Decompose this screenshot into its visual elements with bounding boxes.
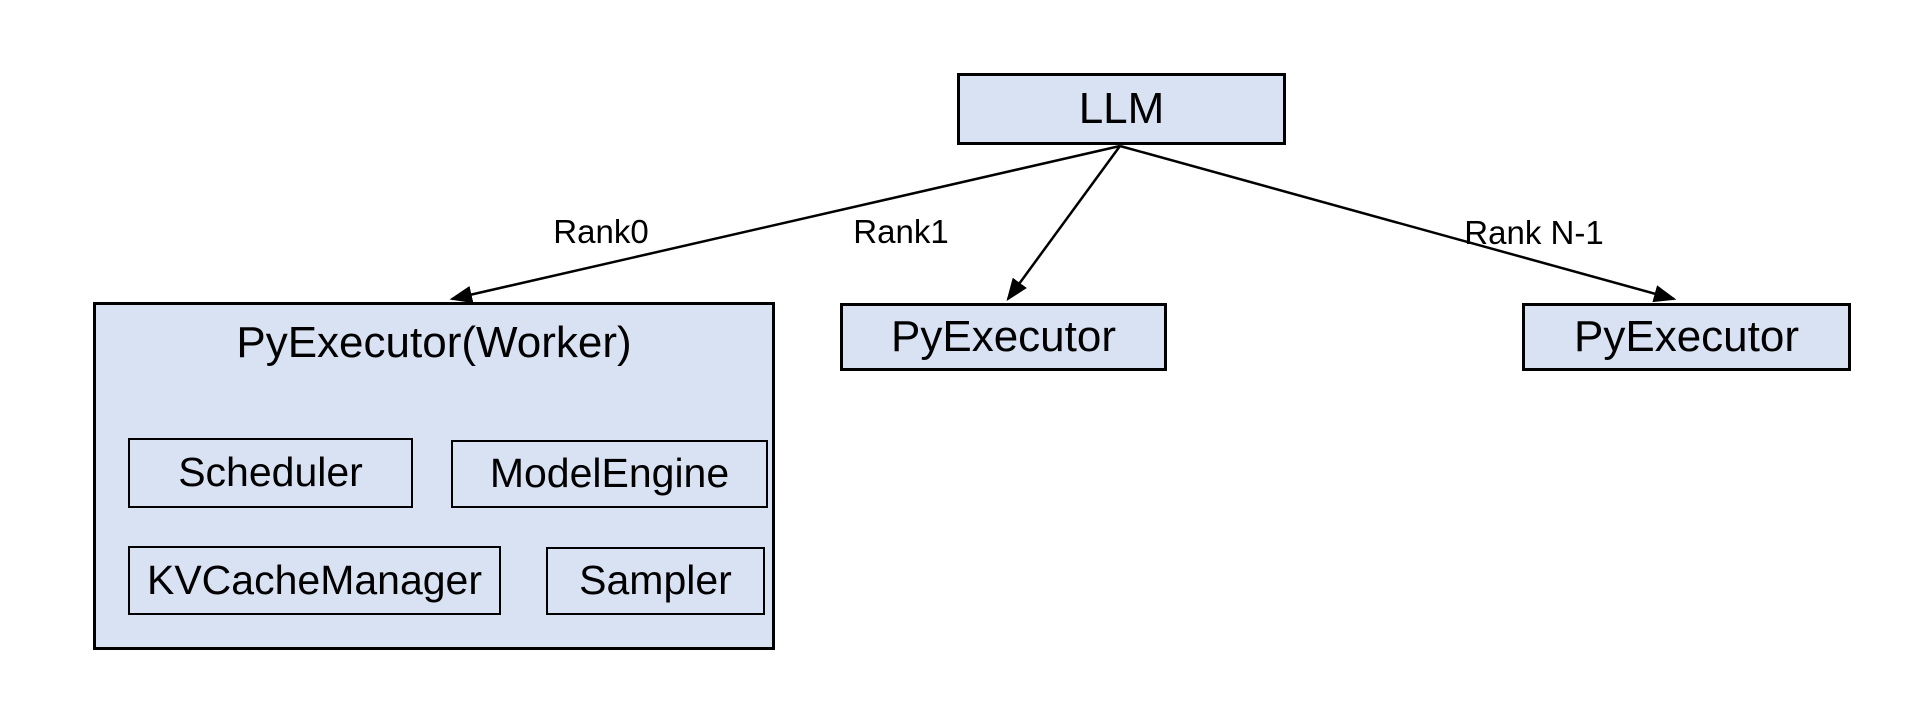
edge-rank0: [449, 144, 1121, 304]
node-pyexecutor-worker: PyExecutor(Worker) Scheduler ModelEngine…: [93, 302, 775, 650]
node-sampler: Sampler: [546, 547, 765, 615]
edge-label-rank1: Rank1: [853, 213, 949, 250]
node-llm: LLM: [957, 73, 1286, 145]
node-pyexecutor-worker-label: PyExecutor(Worker): [236, 318, 632, 367]
node-scheduler-label: Scheduler: [178, 449, 363, 496]
edge-label-rank0: Rank0: [553, 213, 649, 250]
node-kvcachemanager: KVCacheManager: [128, 546, 501, 615]
node-modelengine-label: ModelEngine: [489, 450, 730, 497]
node-modelengine: ModelEngine: [451, 440, 768, 508]
node-scheduler: Scheduler: [128, 438, 413, 508]
node-pyexecutor-rank1: PyExecutor: [840, 303, 1167, 371]
node-pyexecutor-rank-n-1: PyExecutor: [1522, 303, 1851, 371]
node-pyexecutor-rank-n-1-label: PyExecutor: [1574, 311, 1799, 361]
node-kvcachemanager-label: KVCacheManager: [146, 556, 483, 603]
edge-rank-n-1: [1119, 144, 1677, 303]
node-llm-label: LLM: [1078, 83, 1165, 133]
edge-label-rank-n-1: Rank N-1: [1464, 214, 1604, 251]
node-pyexecutor-rank1-label: PyExecutor: [891, 311, 1116, 361]
edge-rank1: [1006, 145, 1122, 302]
node-sampler-label: Sampler: [579, 557, 732, 604]
